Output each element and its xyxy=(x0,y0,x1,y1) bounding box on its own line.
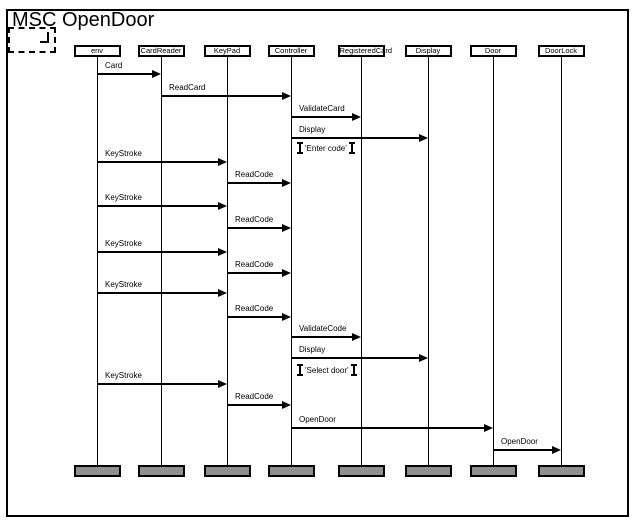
message-line xyxy=(291,137,420,139)
arrowhead-icon xyxy=(282,313,291,321)
comment-placeholder-symbol xyxy=(8,27,56,53)
lifeline-end-bar-registeredcard xyxy=(337,465,385,477)
diagram-title: MSC OpenDoor xyxy=(12,9,155,31)
message-line xyxy=(97,292,219,294)
message-label: OpenDoor xyxy=(501,437,538,446)
message-line xyxy=(493,449,553,451)
arrowhead-icon xyxy=(218,380,227,388)
message-label: ReadCard xyxy=(169,83,206,92)
annotation-text: 'Enter code' xyxy=(305,143,347,153)
arrowhead-icon xyxy=(282,401,291,409)
lifeline-line-controller xyxy=(291,57,292,466)
message-label: Display xyxy=(299,125,326,134)
message-line xyxy=(291,357,420,359)
message-label: ReadCode xyxy=(235,304,274,313)
lifeline-end-bar-cardreader xyxy=(137,465,185,477)
lifeline-header-cardreader: CardReader xyxy=(137,45,185,57)
arrowhead-icon xyxy=(419,354,428,362)
arrowhead-icon xyxy=(484,424,493,432)
arrowhead-icon xyxy=(282,224,291,232)
lifeline-end-bar-door xyxy=(469,465,517,477)
lifeline-header-keypad: KeyPad xyxy=(203,45,251,57)
lifeline-line-registeredcard xyxy=(361,57,362,466)
lifeline-line-keypad xyxy=(227,57,228,466)
arrowhead-icon xyxy=(352,113,361,121)
message-label: KeyStroke xyxy=(105,149,142,158)
message-label: Display xyxy=(299,345,326,354)
message-label: KeyStroke xyxy=(105,371,142,380)
lifeline-line-cardreader xyxy=(161,57,162,466)
arrowhead-icon xyxy=(218,202,227,210)
message-label: KeyStroke xyxy=(105,239,142,248)
ibeam-bracket-icon xyxy=(350,364,357,376)
arrowhead-icon xyxy=(218,289,227,297)
message-line xyxy=(97,383,219,385)
message-label: KeyStroke xyxy=(105,193,142,202)
display-text-annotation: 'Enter code' xyxy=(297,142,355,154)
arrowhead-icon xyxy=(419,134,428,142)
lifeline-header-controller: Controller xyxy=(267,45,315,57)
fold-hook-icon xyxy=(40,32,49,43)
message-line xyxy=(227,404,283,406)
message-label: ValidateCard xyxy=(299,104,345,113)
ibeam-bracket-icon xyxy=(348,142,355,154)
lifeline-end-bar-controller xyxy=(267,465,315,477)
arrowhead-icon xyxy=(282,269,291,277)
lifeline-line-doorlock xyxy=(561,57,562,466)
message-line xyxy=(97,251,219,253)
diagram-frame xyxy=(6,9,629,517)
arrowhead-icon xyxy=(282,92,291,100)
message-label: ValidateCode xyxy=(299,324,347,333)
display-text-annotation: 'Select door' xyxy=(297,364,357,376)
message-line xyxy=(227,272,283,274)
lifeline-end-bar-doorlock xyxy=(537,465,585,477)
lifeline-line-display xyxy=(428,57,429,466)
arrowhead-icon xyxy=(152,70,161,78)
ibeam-bracket-icon xyxy=(297,142,303,154)
message-label: Card xyxy=(105,61,123,70)
message-label: KeyStroke xyxy=(105,280,142,289)
lifeline-header-display: Display xyxy=(404,45,452,57)
lifeline-line-env xyxy=(97,57,98,466)
lifeline-end-bar-keypad xyxy=(203,465,251,477)
message-label: ReadCode xyxy=(235,170,274,179)
annotation-text: 'Select door' xyxy=(305,365,349,375)
message-line xyxy=(227,316,283,318)
lifeline-header-door: Door xyxy=(469,45,517,57)
message-label: ReadCode xyxy=(235,392,274,401)
lifeline-end-bar-env xyxy=(73,465,121,477)
message-label: ReadCode xyxy=(235,215,274,224)
message-label: OpenDoor xyxy=(299,415,336,424)
message-line xyxy=(161,95,283,97)
message-line xyxy=(291,116,353,118)
arrowhead-icon xyxy=(552,446,561,454)
message-line xyxy=(291,427,485,429)
message-line xyxy=(97,205,219,207)
arrowhead-icon xyxy=(218,248,227,256)
ibeam-bracket-icon xyxy=(297,364,303,376)
lifeline-header-registeredcard: RegisteredCard xyxy=(337,45,393,57)
message-line xyxy=(97,161,219,163)
message-line xyxy=(291,336,353,338)
message-line xyxy=(227,227,283,229)
arrowhead-icon xyxy=(352,333,361,341)
arrowhead-icon xyxy=(282,179,291,187)
message-label: ReadCode xyxy=(235,260,274,269)
lifeline-line-door xyxy=(493,57,494,466)
arrowhead-icon xyxy=(218,158,227,166)
lifeline-header-doorlock: DoorLock xyxy=(537,45,585,57)
lifeline-header-env: env xyxy=(73,45,121,57)
lifeline-end-bar-display xyxy=(404,465,452,477)
message-line xyxy=(97,73,153,75)
message-line xyxy=(227,182,283,184)
